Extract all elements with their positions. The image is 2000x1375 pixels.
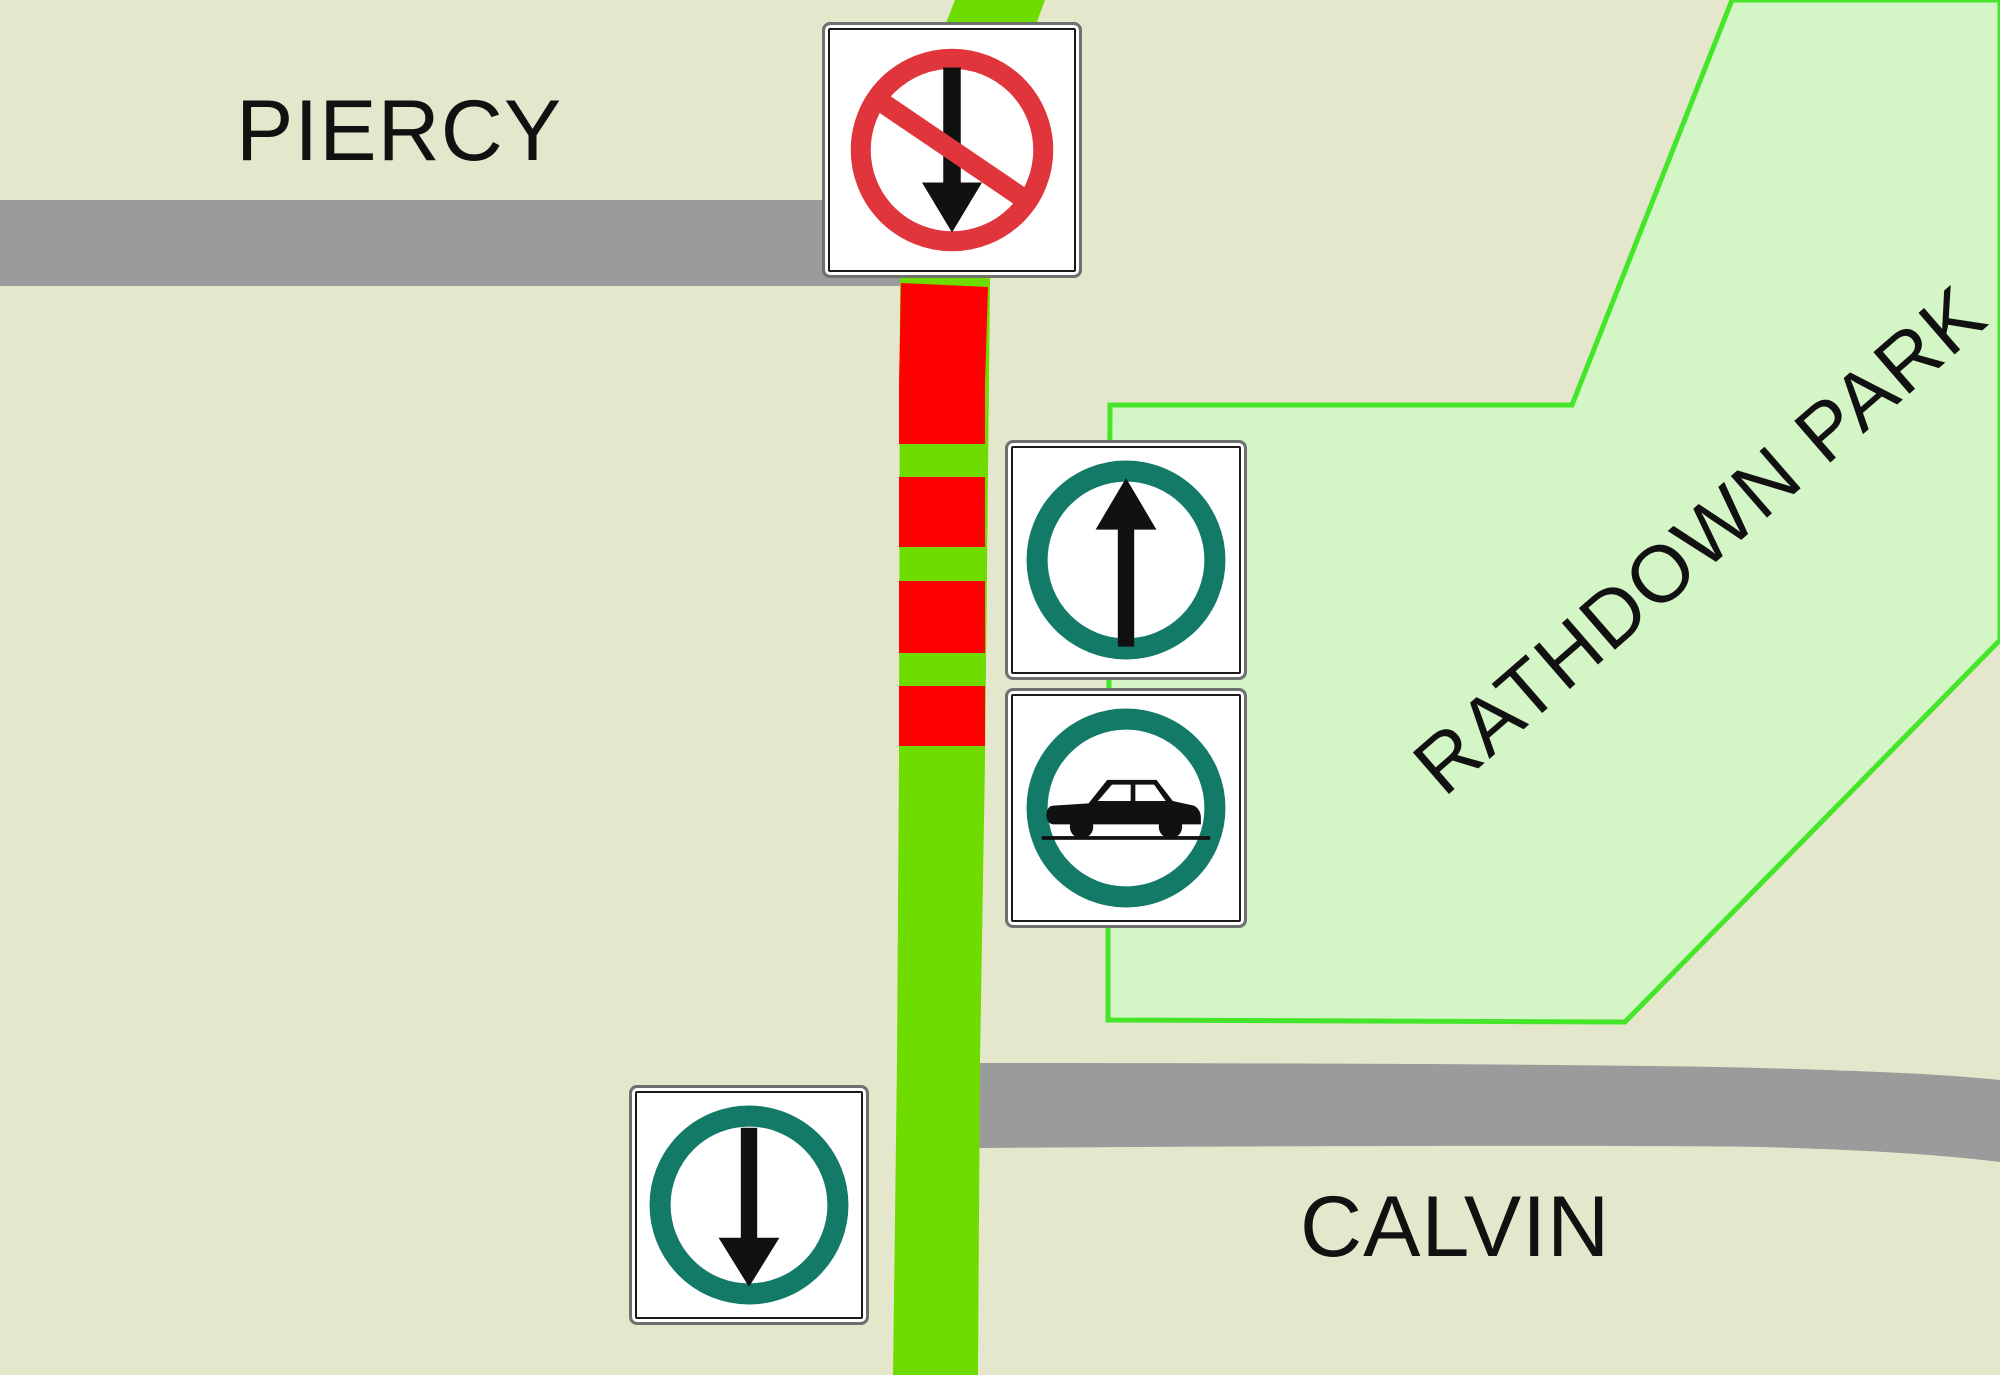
road-label-calvin: CALVIN [1300, 1179, 1611, 1275]
road-label-piercy: PIERCY [236, 83, 563, 179]
arrow-down-icon [649, 1105, 849, 1305]
road-calvin [975, 1063, 2000, 1162]
car-window [1097, 784, 1131, 801]
arrow-head [1095, 478, 1157, 530]
sign-ring [649, 1105, 849, 1305]
road-piercy [0, 200, 900, 286]
restricted-segment [899, 477, 985, 547]
arrow-shaft [740, 1127, 758, 1252]
car-body [1046, 779, 1201, 825]
car-wheel [1069, 815, 1094, 839]
arrow-head [922, 182, 982, 233]
restricted-segment [899, 384, 985, 444]
arrow-shaft [943, 67, 961, 198]
sign-ring [1026, 708, 1226, 908]
restricted-segment [899, 686, 985, 746]
sign-straight-down [629, 1085, 869, 1325]
car-window [1135, 784, 1166, 801]
prohibition-slash [876, 94, 1028, 206]
arrow-up-icon [1026, 460, 1226, 660]
sign-no-straight-through [822, 22, 1082, 278]
restricted-segment [899, 581, 985, 653]
park-area [1105, 0, 2000, 1025]
arrow-shaft [1117, 522, 1135, 647]
sign-ring [850, 48, 1054, 252]
no-straight-through-icon [850, 48, 1054, 252]
sign-straight-ahead [1005, 440, 1247, 680]
arrow-head [718, 1237, 780, 1287]
restricted-segment [899, 283, 988, 384]
ground-line [1041, 836, 1211, 840]
car-icon [1026, 708, 1226, 908]
car-wheel [1158, 815, 1183, 839]
sign-ring [1026, 460, 1226, 660]
sign-vehicles-permitted [1005, 688, 1247, 928]
